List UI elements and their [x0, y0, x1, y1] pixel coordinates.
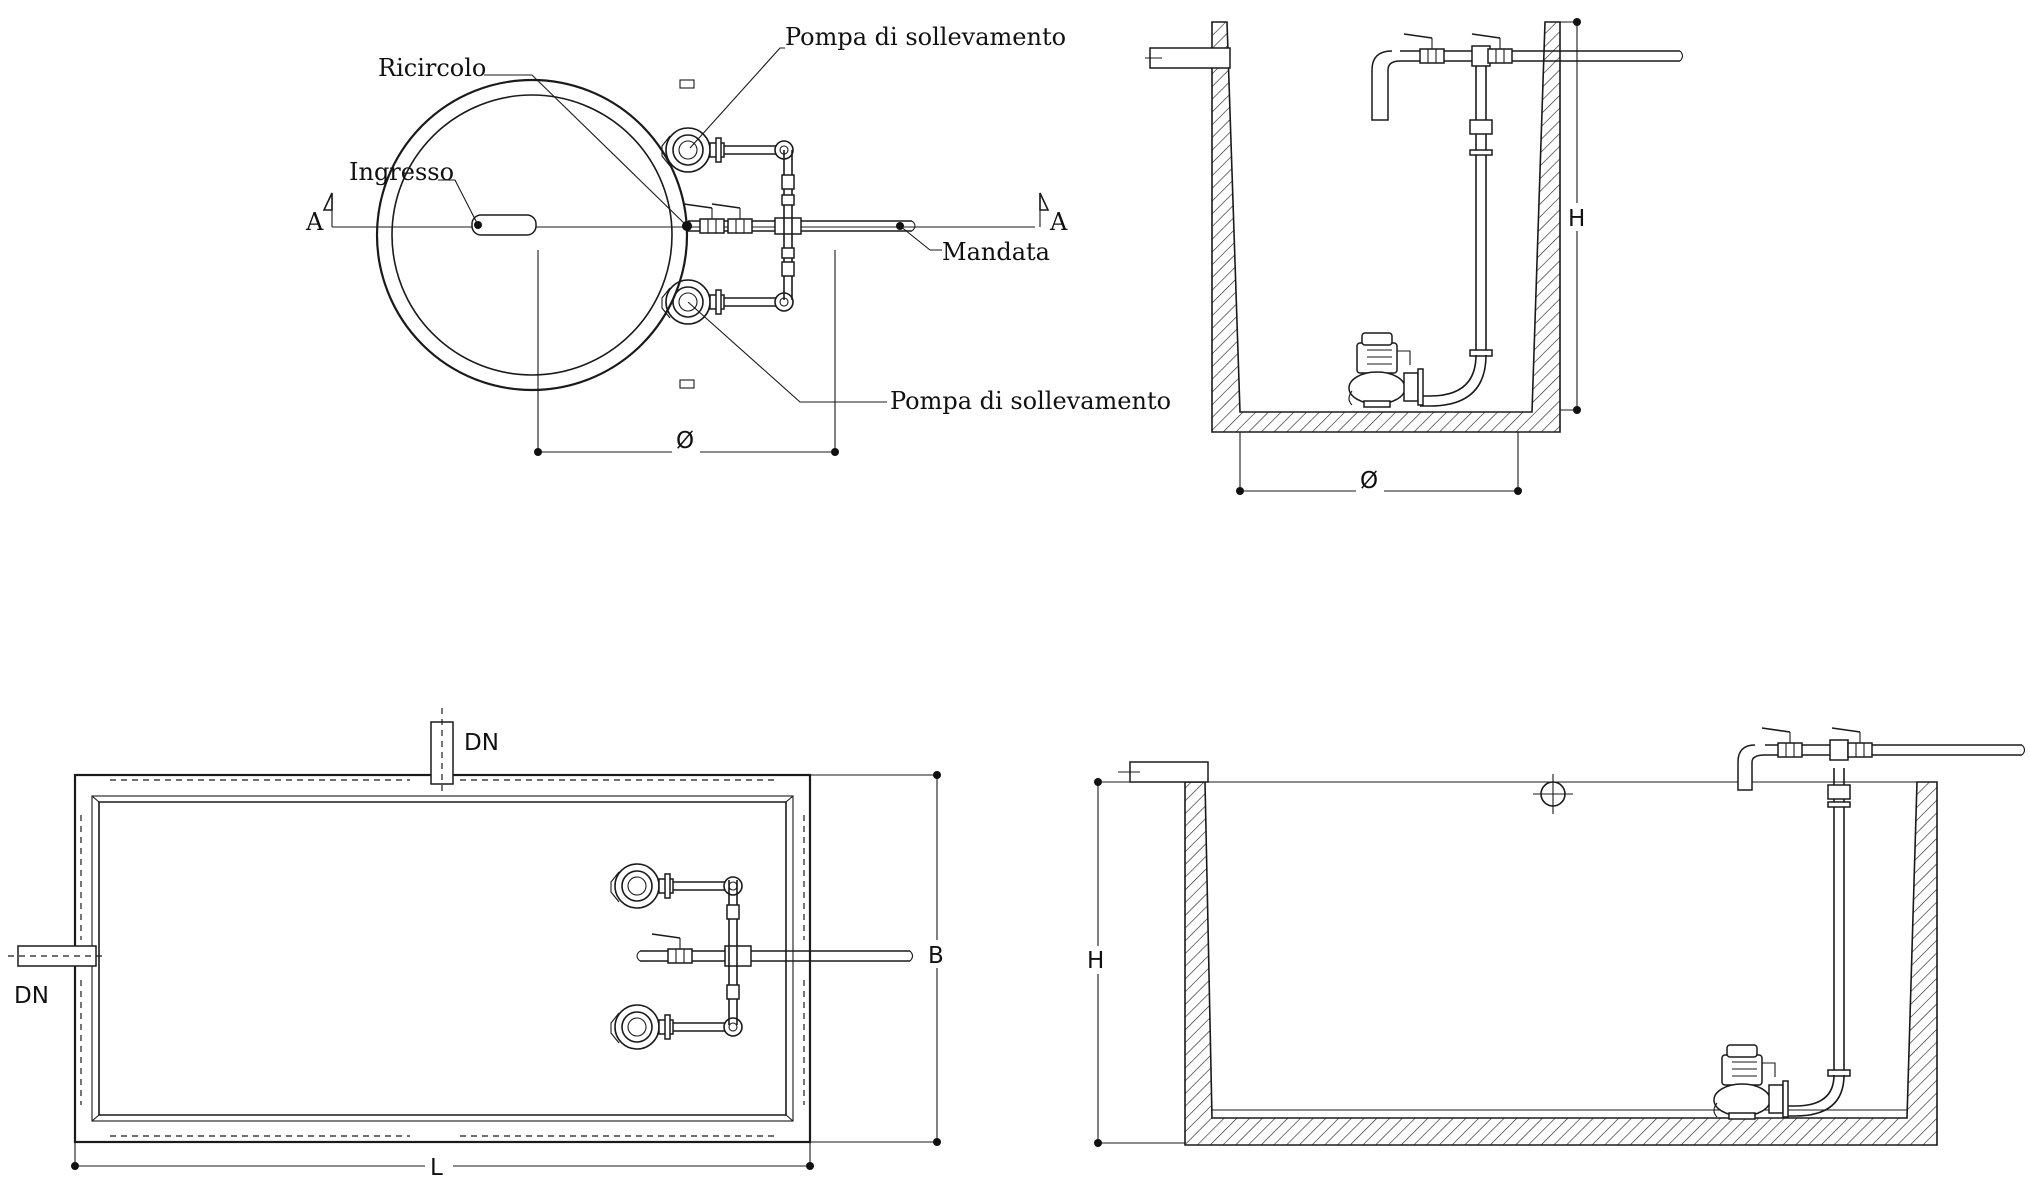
center-mark — [1533, 774, 1573, 814]
dim-height-section: H — [1568, 206, 1585, 232]
lifting-lug — [679, 79, 695, 89]
section-label-right: A — [1049, 208, 1068, 236]
rect-inlet-pipe-section — [1118, 761, 1209, 783]
rect-tank-wall-section — [1184, 781, 1938, 1146]
dim-dn-top: DN — [464, 730, 499, 756]
dn-pipe-left: DN — [8, 945, 105, 1009]
tank-wall-section — [1211, 21, 1561, 433]
delivery-manifold — [682, 150, 916, 300]
section-label-left: A — [305, 208, 324, 236]
section-arrow-left — [322, 192, 333, 211]
label-mandata: Mandata — [942, 238, 1050, 266]
label-pompa-bottom: Pompa di sollevamento — [890, 387, 1171, 415]
inlet-pipe — [471, 214, 537, 236]
dim-height-rect: H — [1087, 948, 1104, 974]
dim-dn-left: DN — [14, 983, 49, 1009]
diameter-dimension-section: Ø — [1236, 432, 1522, 495]
inlet-pipe-section — [1145, 47, 1231, 69]
dim-length-rect: L — [430, 1155, 443, 1181]
height-dimension-rect: H — [1082, 778, 1185, 1147]
circular-tank-section-view: H Ø — [1145, 18, 1684, 495]
length-dimension-rect: L — [71, 1142, 814, 1181]
circular-tank-plan-view: A A — [305, 23, 1171, 456]
label-pompa-top: Pompa di sollevamento — [785, 23, 1066, 51]
leader-ingresso — [438, 179, 479, 226]
dim-diameter-plan: Ø — [676, 428, 694, 454]
rect-pump-section — [1713, 1044, 1789, 1120]
dim-diameter-section: Ø — [1360, 468, 1378, 494]
rect-delivery-manifold — [636, 880, 914, 1025]
dn-pipe-top: DN — [430, 708, 499, 795]
tank-inner-wall — [391, 94, 673, 376]
tank-outer-wall — [375, 78, 689, 392]
delivery-pipe-section — [1371, 33, 1684, 121]
rect-riser-pipe — [1785, 768, 1851, 1117]
rect-pump-top-plan — [610, 863, 743, 909]
pump-section — [1348, 332, 1424, 408]
pump-bottom-plan — [661, 279, 794, 325]
leader-mandata — [899, 225, 942, 251]
leader-pompa-top — [689, 47, 785, 149]
diameter-dimension-plan: Ø — [534, 250, 839, 456]
lifting-lug — [679, 379, 695, 389]
height-dimension-section: H — [1560, 18, 1592, 414]
rect-tank-outer — [73, 773, 812, 1144]
leader-pompa-bottom — [687, 301, 887, 403]
rectangular-tank-plan-view: DN DN — [8, 708, 952, 1181]
width-dimension-rect: B — [810, 771, 952, 1146]
label-ricircolo: Ricircolo — [378, 54, 486, 82]
pump-top-plan — [661, 127, 794, 173]
riser-pipe — [1420, 60, 1493, 407]
rectangular-tank-section-view: H — [1082, 727, 2026, 1147]
section-arrow-right — [1039, 192, 1050, 211]
label-ingresso: Ingresso — [349, 158, 454, 186]
rect-pump-bottom-plan — [610, 1004, 743, 1050]
dim-width-rect: B — [928, 943, 944, 969]
rect-delivery-pipe-section — [1737, 727, 2026, 791]
leader-ricircolo — [484, 74, 688, 227]
